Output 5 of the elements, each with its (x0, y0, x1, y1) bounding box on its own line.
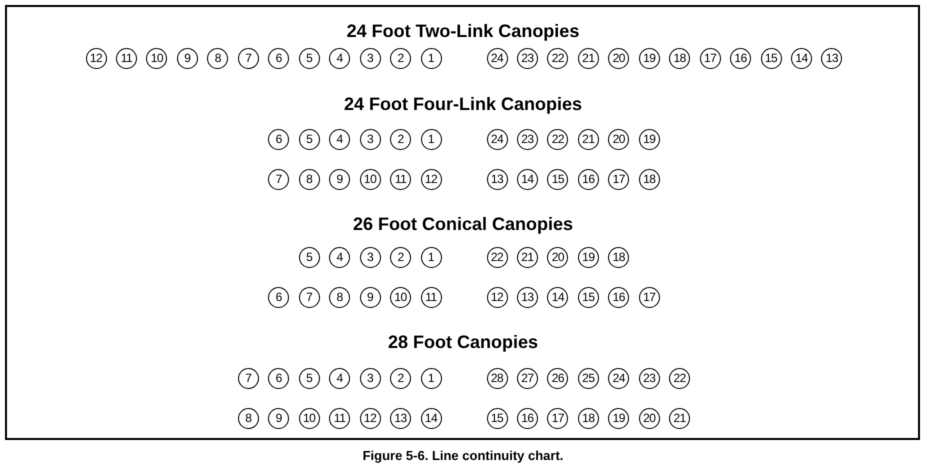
section-heading: 26 Foot Conical Canopies (352, 213, 574, 235)
section-heading: 28 Foot Canopies (386, 331, 540, 353)
section-heading: 24 Foot Four-Link Canopies (342, 93, 583, 115)
section-heading: 24 Foot Two-Link Canopies (346, 20, 580, 42)
figure-caption: Figure 5-6. Line continuity chart. (362, 447, 564, 465)
